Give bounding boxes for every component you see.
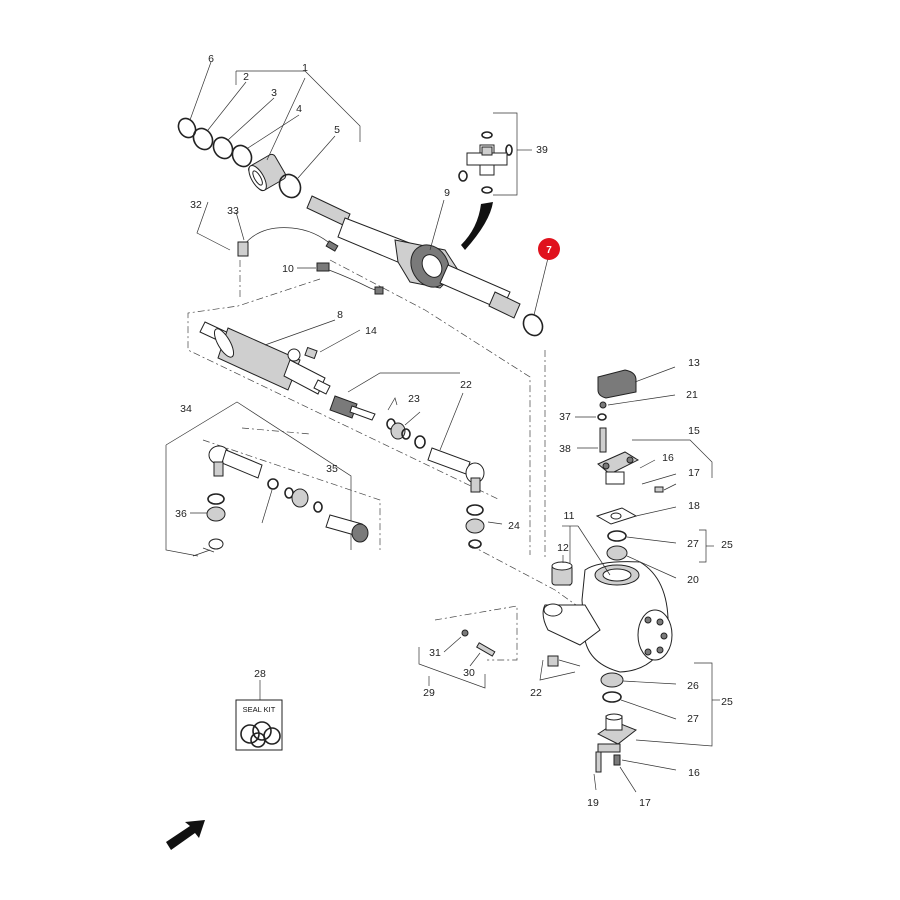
u-joint-39: [458, 112, 532, 250]
callout-32: 32: [190, 199, 202, 211]
callout-17-lower: 17: [639, 797, 651, 809]
seal-kit-28: SEAL KIT: [235, 680, 283, 751]
king-pin-upper: [575, 366, 714, 579]
callout-8: 8: [337, 309, 343, 321]
callout-15: 15: [688, 425, 700, 437]
steering-knuckle-11: [542, 525, 673, 673]
callout-9: 9: [444, 187, 450, 199]
king-pin-lower: [593, 662, 720, 793]
callout-37: 37: [559, 411, 571, 423]
callout-31: 31: [429, 647, 441, 659]
callout-13: 13: [688, 357, 700, 369]
callout-24: 24: [508, 520, 520, 532]
callout-12: 12: [557, 542, 569, 554]
callout-23: 23: [408, 393, 420, 405]
callout-3: 3: [271, 87, 277, 99]
callout-25-upper: 25: [721, 539, 733, 551]
callout-4: 4: [296, 103, 302, 115]
highlight-number: 7: [546, 245, 552, 256]
callout-10: 10: [282, 263, 294, 275]
callout-5: 5: [334, 124, 340, 136]
callout-27-lower: 27: [687, 713, 699, 725]
callout-16-lower: 16: [688, 767, 700, 779]
callout-29: 29: [423, 687, 435, 699]
callout-34: 34: [180, 403, 192, 415]
seal-kit-label: SEAL KIT: [243, 705, 276, 714]
seal-group-1: [177, 61, 361, 199]
callout-35: 35: [326, 463, 338, 475]
bushing-12: [551, 555, 573, 586]
callout-14: 14: [365, 325, 377, 337]
callout-22-upper: 22: [460, 379, 472, 391]
seal-ring-4: [231, 144, 253, 168]
snap-ring-6: [177, 117, 197, 139]
callout-11: 11: [564, 510, 575, 522]
tie-rod-left: [165, 401, 369, 557]
callout-1: 1: [302, 62, 308, 74]
callout-20: 20: [687, 574, 699, 586]
callout-36: 36: [175, 508, 187, 520]
callout-33: 33: [227, 205, 239, 217]
callout-18: 18: [688, 500, 700, 512]
direction-arrow-curved: [461, 202, 493, 250]
callout-39: 39: [536, 144, 548, 156]
callout-2: 2: [243, 71, 249, 83]
callout-30: 30: [463, 667, 475, 679]
callout-numbers: 1 2 3 4 5 6 8 9 10 11 12 13 14 15 16 16 …: [175, 53, 733, 809]
steering-cylinder-8: [199, 319, 361, 395]
seal-ring-7: [522, 313, 544, 337]
tie-rod-right: [329, 372, 485, 493]
callout-21: 21: [686, 389, 698, 401]
o-ring-5: [278, 173, 302, 199]
fitting-14: [304, 346, 318, 360]
seal-ring-3: [212, 136, 234, 160]
callout-6: 6: [208, 53, 214, 65]
callout-38: 38: [559, 443, 571, 455]
callout-26: 26: [687, 680, 699, 692]
drive-shaft-9: [306, 195, 544, 337]
callout-17-upper: 17: [688, 467, 700, 479]
sensor-cable-10: [297, 262, 384, 295]
callout-28: 28: [254, 668, 266, 680]
callout-25-lower: 25: [721, 696, 733, 708]
callout-27-upper: 27: [687, 538, 699, 550]
callout-19: 19: [587, 797, 599, 809]
arrow-icon: [166, 820, 205, 850]
ball-joint-24: [465, 504, 503, 549]
highlight-marker-7: 7: [538, 238, 560, 260]
seal-ring-2: [192, 127, 214, 151]
grease-fittings: [418, 629, 581, 689]
sensor-cable-33: [196, 201, 339, 300]
bushing-5: [248, 153, 287, 192]
callout-16-upper: 16: [662, 452, 674, 464]
callout-22-lower: 22: [530, 687, 542, 699]
